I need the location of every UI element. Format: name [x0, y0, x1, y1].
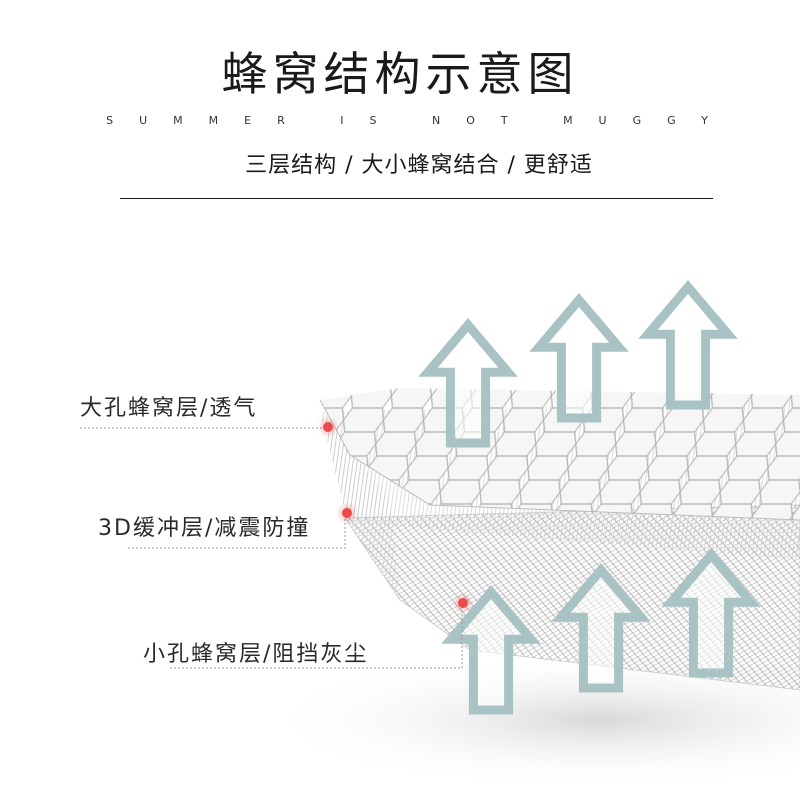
up-arrow-icon	[418, 318, 518, 448]
chinese-subtitle: 三层结构 / 大小蜂窝结合 / 更舒适	[245, 153, 593, 178]
leader-line-bottom	[170, 604, 463, 669]
label-3d-cushion-layer: 3D缓冲层/减震防撞	[98, 516, 311, 541]
page-title: 蜂窝结构示意图	[221, 47, 579, 101]
up-arrow-icon	[529, 293, 629, 423]
ground-shadow	[260, 650, 800, 790]
marker-bottom	[452, 592, 474, 614]
middle-3d-fiber-side	[320, 412, 400, 600]
label-small-hole-layer: 小孔蜂窝层/阻挡灰尘	[143, 642, 369, 667]
arrow-group	[418, 280, 761, 715]
english-subtitle: SUMMER IS NOT MUGGY	[106, 114, 734, 127]
top-big-hole-layer	[320, 388, 800, 520]
header-divider	[120, 198, 713, 199]
marker-top	[317, 416, 339, 438]
marker-middle	[336, 502, 358, 524]
leader-line-middle	[128, 515, 346, 549]
up-arrow-icon	[638, 280, 738, 410]
label-big-hole-layer: 大孔蜂窝层/透气	[80, 396, 258, 421]
up-arrow-icon	[441, 585, 541, 715]
up-arrow-icon	[661, 548, 761, 678]
up-arrow-icon	[551, 563, 651, 693]
